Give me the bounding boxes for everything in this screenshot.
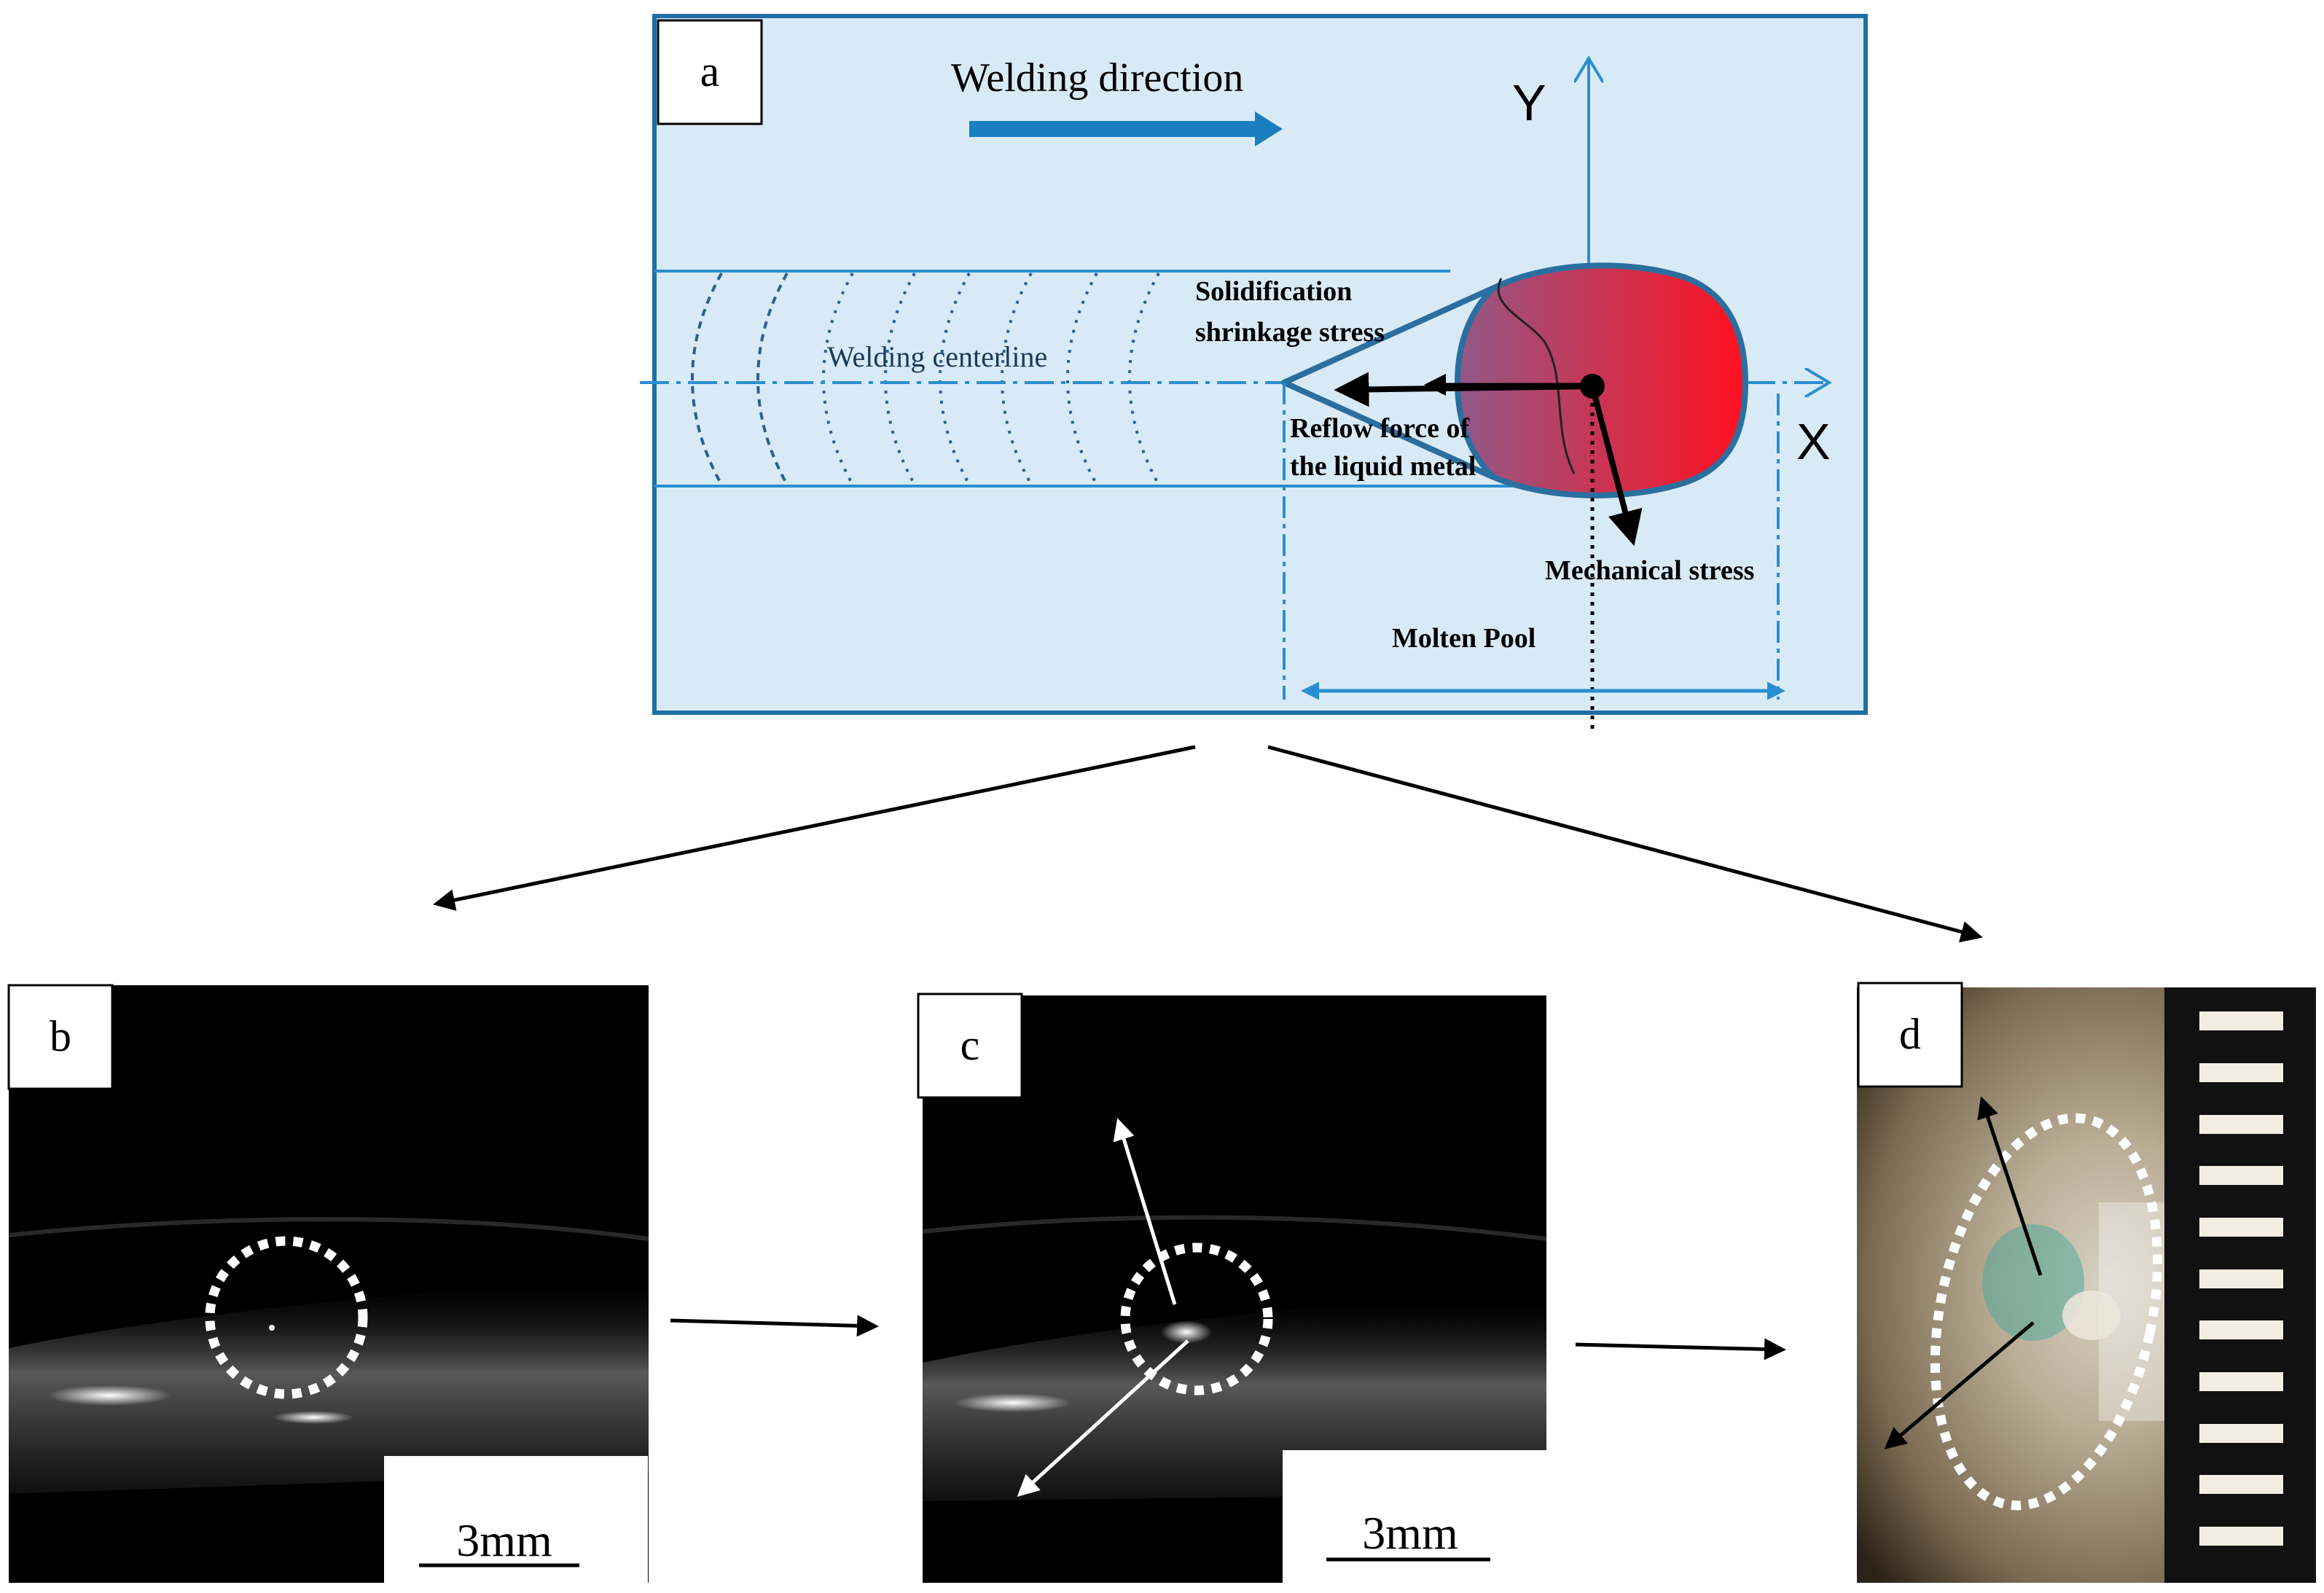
panel-c: c 3mm xyxy=(917,993,1547,1583)
panel-d-label: d xyxy=(1899,1010,1921,1058)
x-axis-label: X xyxy=(1796,413,1831,470)
panel-b: b 3mm xyxy=(7,984,649,1583)
panel-c-weld-band xyxy=(923,1290,1546,1501)
panel-b-bright-spot-left xyxy=(47,1385,171,1406)
panel-c-crack-arrow-down xyxy=(1017,1339,1189,1498)
panel-b-scale-text: 3mm xyxy=(456,1514,552,1566)
reflow-force-arrow xyxy=(1334,372,1593,407)
panel-d: d xyxy=(1857,982,2316,1583)
panel-c-label: c xyxy=(960,1021,980,1069)
arrow-a-to-b xyxy=(433,745,1196,911)
panel-a-label-box xyxy=(657,19,763,125)
weld-ripple-marks xyxy=(691,273,1160,485)
panel-c-label-box xyxy=(917,993,1023,1099)
panel-b-label: b xyxy=(50,1012,71,1060)
panel-c-crack-flash xyxy=(1161,1320,1212,1344)
panel-c-dotted-circle xyxy=(1120,1242,1273,1396)
reflow-force-label-2: the liquid metal xyxy=(1290,451,1476,482)
reflow-force-label-1: Reflow force of xyxy=(1290,413,1471,444)
panel-b-label-box xyxy=(7,984,114,1090)
panel-b-dotted-circle xyxy=(205,1236,368,1399)
panel-b-scale-box xyxy=(384,1456,648,1583)
arrow-b-to-c xyxy=(670,1315,879,1337)
panel-d-dotted-ellipse xyxy=(1930,1113,2163,1511)
arrow-c-to-d xyxy=(1575,1338,1786,1361)
panel-b-upper-edge xyxy=(8,1217,649,1241)
panel-d-ruler-ticks xyxy=(2199,1011,2283,1546)
panel-c-crack-arrow-up xyxy=(1113,1118,1177,1305)
panel-d-blob xyxy=(2062,1291,2121,1340)
welding-centerline-label: Welding centerline xyxy=(827,340,1047,373)
mechanical-stress-arrow xyxy=(1589,385,1643,547)
molten-pool-shape xyxy=(1281,262,1748,498)
solidification-front-curve xyxy=(1497,278,1576,474)
welding-direction-arrow xyxy=(969,111,1283,146)
panel-b-bright-spot-mid xyxy=(273,1411,353,1424)
solidification-stress-label-2: shrinkage stress xyxy=(1195,317,1385,348)
panel-a-label: a xyxy=(700,47,720,95)
panel-c-upper-edge xyxy=(922,1215,1547,1241)
y-axis-label: Y xyxy=(1512,74,1546,131)
panel-a: a Welding direction Welding centerline Y… xyxy=(640,14,1868,732)
molten-pool-label: Molten Pool xyxy=(1392,623,1535,654)
solidification-stress-label-1: Solidification xyxy=(1195,276,1352,307)
welding-direction-label: Welding direction xyxy=(951,55,1243,101)
panel-d-crack-arrow-down xyxy=(1884,1321,2035,1449)
mechanical-stress-label: Mechanical stress xyxy=(1545,555,1754,586)
molten-pool-tail xyxy=(1281,285,1497,480)
panel-d-crack-arrow-up xyxy=(1977,1096,2043,1276)
panel-c-bright-spot-left xyxy=(955,1393,1071,1412)
panel-b-defect-dot xyxy=(269,1325,275,1331)
panel-c-scale-text: 3mm xyxy=(1362,1507,1458,1559)
arrow-a-to-d xyxy=(1267,745,1983,943)
panel-d-teal-stain xyxy=(1982,1224,2084,1341)
panel-d-label-box xyxy=(1857,982,1963,1088)
